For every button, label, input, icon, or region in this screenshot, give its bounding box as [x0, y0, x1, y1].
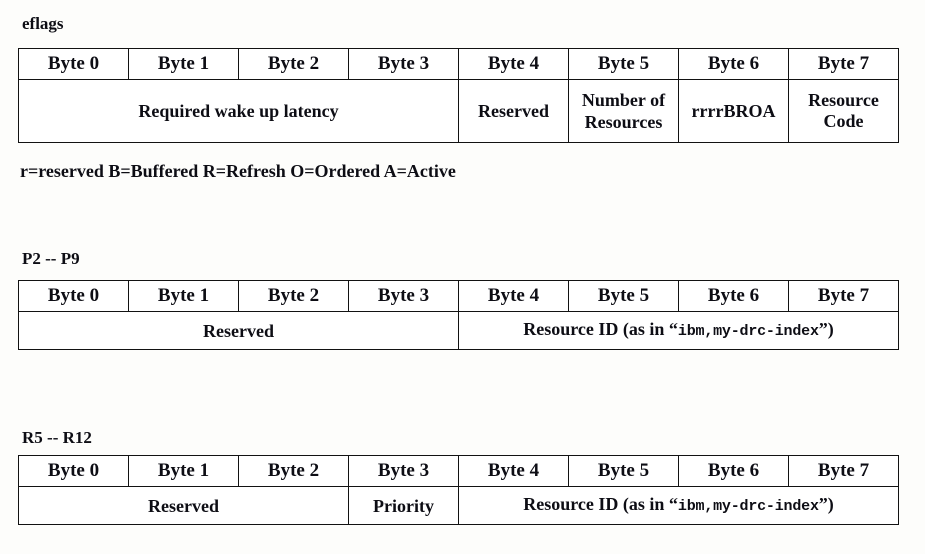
resource-id-suffix: ”) [818, 319, 834, 339]
byte-header-2: Byte 2 [238, 280, 349, 312]
field-flag-bits: rrrrBROA [678, 79, 789, 143]
field-number-of-resources: Number of Resources [568, 79, 679, 143]
field-required-wake-up-latency: Required wake up latency [18, 79, 459, 143]
byte-header-5: Byte 5 [568, 280, 679, 312]
byte-header-1: Byte 1 [128, 48, 239, 80]
p2-p9-byte-table: Byte 0 Byte 1 Byte 2 Byte 3 Byte 4 Byte … [18, 280, 899, 350]
byte-header-4: Byte 4 [458, 48, 569, 80]
byte-header-5: Byte 5 [568, 455, 679, 487]
byte-header-2: Byte 2 [238, 48, 349, 80]
resource-id-suffix: ”) [818, 494, 834, 514]
byte-header-3: Byte 3 [348, 280, 459, 312]
table-header-row: Byte 0 Byte 1 Byte 2 Byte 3 Byte 4 Byte … [18, 48, 899, 80]
byte-header-6: Byte 6 [678, 455, 789, 487]
resource-id-prefix: Resource ID (as in “ [523, 494, 678, 514]
table-header-row: Byte 0 Byte 1 Byte 2 Byte 3 Byte 4 Byte … [18, 455, 899, 487]
byte-header-4: Byte 4 [458, 280, 569, 312]
resource-id-property-name: ibm,my-drc-index [677, 498, 819, 515]
resource-id-property-name: ibm,my-drc-index [677, 323, 819, 340]
byte-header-5: Byte 5 [568, 48, 679, 80]
field-resource-id: Resource ID (as in “ibm,my-drc-index”) [458, 486, 899, 525]
eflags-legend: r=reserved B=Buffered R=Refresh O=Ordere… [20, 161, 456, 181]
r5-r12-byte-table: Byte 0 Byte 1 Byte 2 Byte 3 Byte 4 Byte … [18, 455, 899, 525]
byte-header-6: Byte 6 [678, 280, 789, 312]
field-resource-code: Resource Code [788, 79, 899, 143]
byte-header-0: Byte 0 [18, 455, 129, 487]
byte-header-6: Byte 6 [678, 48, 789, 80]
field-reserved: Reserved [458, 79, 569, 143]
table-header-row: Byte 0 Byte 1 Byte 2 Byte 3 Byte 4 Byte … [18, 280, 899, 312]
eflags-byte-table: Byte 0 Byte 1 Byte 2 Byte 3 Byte 4 Byte … [18, 48, 899, 143]
byte-header-4: Byte 4 [458, 455, 569, 487]
table-field-row: Reserved Resource ID (as in “ibm,my-drc-… [18, 311, 899, 350]
byte-header-0: Byte 0 [18, 48, 129, 80]
resource-id-prefix: Resource ID (as in “ [523, 319, 678, 339]
byte-header-1: Byte 1 [128, 455, 239, 487]
byte-header-3: Byte 3 [348, 48, 459, 80]
byte-header-7: Byte 7 [788, 48, 899, 80]
field-reserved: Reserved [18, 486, 349, 525]
field-priority: Priority [348, 486, 459, 525]
byte-header-1: Byte 1 [128, 280, 239, 312]
byte-header-3: Byte 3 [348, 455, 459, 487]
field-resource-id: Resource ID (as in “ibm,my-drc-index”) [458, 311, 899, 350]
section-label-eflags: eflags [22, 14, 64, 33]
section-label-p2-p9: P2 -- P9 [22, 249, 80, 268]
field-reserved: Reserved [18, 311, 459, 350]
byte-header-2: Byte 2 [238, 455, 349, 487]
table-field-row: Reserved Priority Resource ID (as in “ib… [18, 486, 899, 525]
byte-header-0: Byte 0 [18, 280, 129, 312]
byte-header-7: Byte 7 [788, 280, 899, 312]
byte-header-7: Byte 7 [788, 455, 899, 487]
section-label-r5-r12: R5 -- R12 [22, 428, 92, 447]
table-field-row: Required wake up latency Reserved Number… [18, 79, 899, 143]
